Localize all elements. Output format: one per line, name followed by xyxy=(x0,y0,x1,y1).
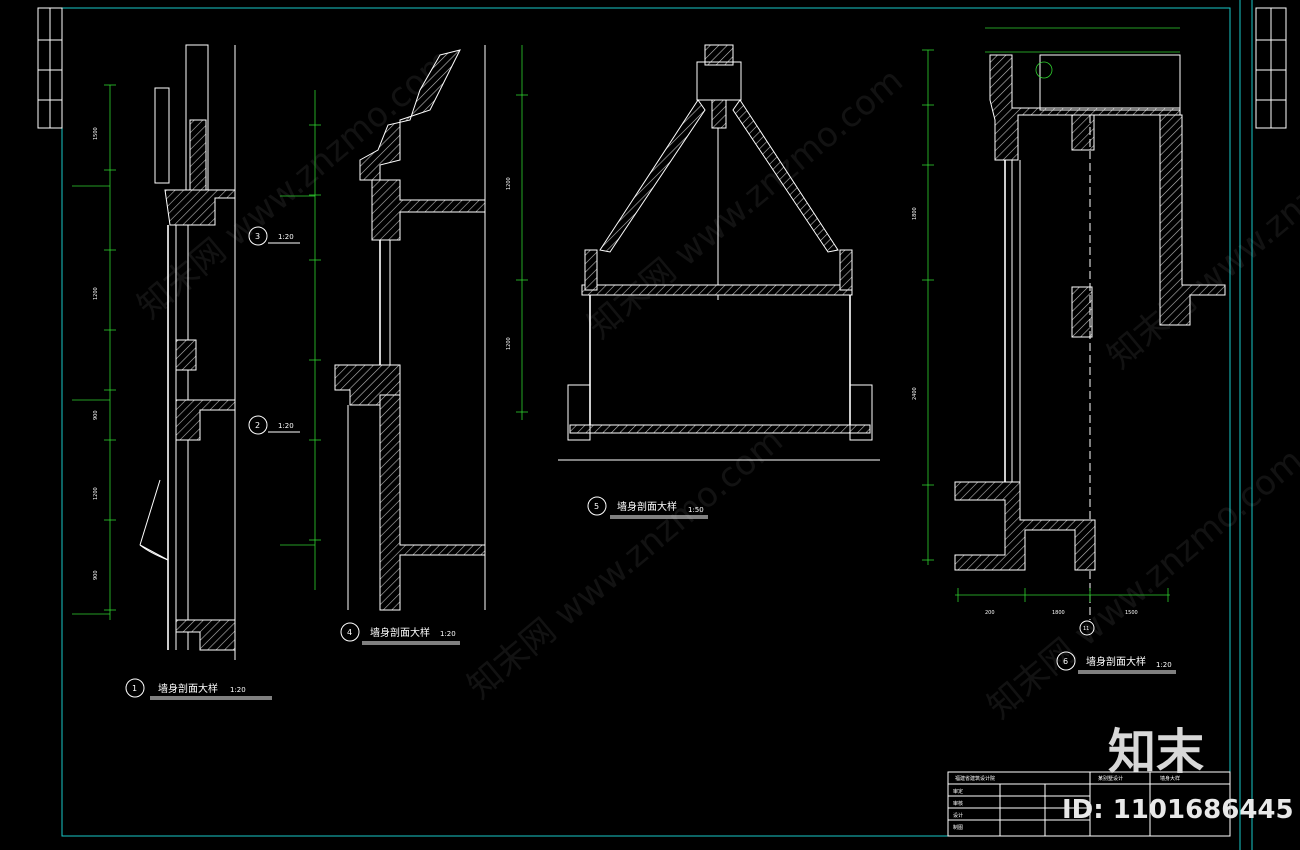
svg-text:审定: 审定 xyxy=(953,788,963,795)
svg-text:1:20: 1:20 xyxy=(278,422,294,430)
svg-text:900: 900 xyxy=(93,570,99,580)
detail-5-roof-section: 1200 1200 5 墙身剖面大样 1:50 xyxy=(506,44,880,519)
detail-1-wall-section: 1500 1200 900 1200 900 1 墙身剖面大样 1:20 xyxy=(72,44,272,700)
svg-text:3: 3 xyxy=(255,232,260,241)
svg-text:ID: 1101686445: ID: 1101686445 xyxy=(1062,795,1294,825)
watermark: 知末网 www.znzmo.com 知末网 www.znzmo.com 知末网 … xyxy=(130,40,1300,726)
title-block: 福建省建筑设计院 某别墅设计 墙身大样 审定 审核 设计 制图 xyxy=(947,771,1231,837)
svg-text:1800: 1800 xyxy=(912,207,918,220)
svg-text:4: 4 xyxy=(347,628,352,637)
svg-text:2400: 2400 xyxy=(912,387,918,400)
svg-text:900: 900 xyxy=(93,410,99,420)
svg-text:知末: 知末 xyxy=(1108,724,1204,780)
svg-text:墙身剖面大样: 墙身剖面大样 xyxy=(370,626,430,639)
svg-text:知末网 www.znzmo.com: 知末网 www.znzmo.com xyxy=(460,420,791,706)
svg-text:1:20: 1:20 xyxy=(1156,661,1172,669)
svg-text:1500: 1500 xyxy=(93,127,99,140)
svg-text:知末网 www.znzmo.com: 知末网 www.znzmo.com xyxy=(580,60,911,346)
svg-text:1800: 1800 xyxy=(1052,610,1065,616)
svg-text:墙身大样: 墙身大样 xyxy=(1160,775,1180,782)
image-id-label: ID: 1101686445 xyxy=(1062,795,1294,825)
svg-text:知末网 www.znzmo.com: 知末网 www.znzmo.com xyxy=(1100,90,1300,376)
svg-text:1:50: 1:50 xyxy=(688,506,704,514)
svg-text:1:20: 1:20 xyxy=(278,233,294,241)
svg-text:制图: 制图 xyxy=(953,824,963,831)
svg-text:审核: 审核 xyxy=(953,800,963,807)
svg-text:11: 11 xyxy=(1083,626,1089,632)
svg-text:知末网 www.znzmo.com: 知末网 www.znzmo.com xyxy=(130,40,461,326)
svg-text:1200: 1200 xyxy=(506,337,512,350)
site-logo: 知末 xyxy=(1108,724,1204,780)
svg-text:某别墅设计: 某别墅设计 xyxy=(1098,775,1123,782)
svg-text:设计: 设计 xyxy=(953,812,963,819)
svg-text:1:20: 1:20 xyxy=(230,686,246,694)
svg-text:墙身剖面大样: 墙身剖面大样 xyxy=(158,682,218,695)
svg-text:1200: 1200 xyxy=(506,177,512,190)
svg-text:1500: 1500 xyxy=(1125,610,1138,616)
svg-text:1200: 1200 xyxy=(93,487,99,500)
svg-text:1:20: 1:20 xyxy=(440,630,456,638)
svg-text:1: 1 xyxy=(132,684,137,693)
ref-bubbles: 3 1:20 2 1:20 xyxy=(248,226,300,435)
svg-text:福建省建筑设计院: 福建省建筑设计院 xyxy=(955,775,995,782)
svg-text:墙身剖面大样: 墙身剖面大样 xyxy=(1086,655,1146,668)
svg-text:1200: 1200 xyxy=(93,287,99,300)
detail-4-wall-section: 4 墙身剖面大样 1:20 xyxy=(280,45,486,645)
svg-text:200: 200 xyxy=(985,610,995,616)
svg-text:6: 6 xyxy=(1063,657,1068,666)
svg-text:墙身剖面大样: 墙身剖面大样 xyxy=(617,500,677,513)
svg-text:2: 2 xyxy=(255,421,260,430)
detail-6-wall-section: 1800 2400 200 1800 1500 11 6 墙身剖面大样 1:20 xyxy=(912,27,1226,674)
svg-text:5: 5 xyxy=(594,502,599,511)
sheet-frame xyxy=(37,0,1287,850)
